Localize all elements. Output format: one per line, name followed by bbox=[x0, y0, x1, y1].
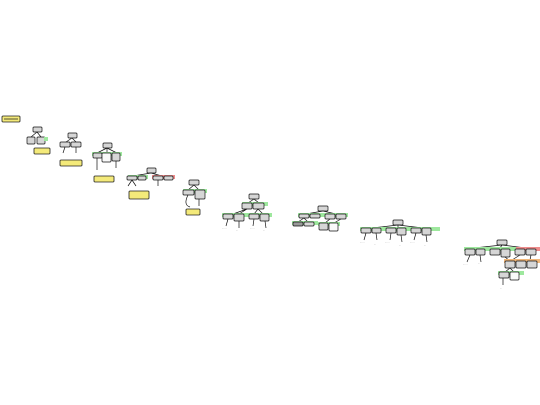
svg-text:···: ··· bbox=[424, 245, 426, 247]
node[interactable] bbox=[111, 152, 121, 162]
node[interactable] bbox=[137, 175, 147, 181]
node[interactable] bbox=[525, 248, 537, 256]
node[interactable] bbox=[188, 179, 200, 186]
node[interactable] bbox=[371, 227, 382, 234]
stage-9: ··· ··· ··· ··· bbox=[463, 239, 540, 290]
svg-text:··· ···: ··· ··· bbox=[385, 242, 390, 244]
node[interactable] bbox=[248, 193, 260, 200]
node[interactable] bbox=[182, 189, 195, 196]
node[interactable] bbox=[421, 227, 432, 236]
node[interactable] bbox=[396, 227, 407, 236]
svg-text:···: ··· bbox=[263, 230, 265, 232]
note-3 bbox=[59, 159, 83, 167]
node[interactable] bbox=[101, 152, 112, 163]
node[interactable] bbox=[515, 260, 527, 269]
node[interactable] bbox=[163, 175, 174, 181]
node[interactable] bbox=[67, 132, 78, 139]
node[interactable] bbox=[222, 213, 234, 220]
node[interactable] bbox=[317, 205, 329, 212]
node[interactable] bbox=[410, 227, 422, 234]
node[interactable] bbox=[328, 222, 339, 232]
stage-2 bbox=[59, 132, 83, 167]
node[interactable] bbox=[248, 213, 260, 220]
note-2 bbox=[33, 147, 51, 155]
node[interactable] bbox=[233, 213, 245, 222]
node[interactable] bbox=[92, 152, 103, 159]
node[interactable] bbox=[509, 271, 520, 281]
stage-1 bbox=[26, 126, 51, 155]
node[interactable] bbox=[464, 248, 476, 256]
svg-text:··· ···: ··· ··· bbox=[222, 228, 227, 230]
node[interactable] bbox=[385, 227, 397, 234]
node[interactable] bbox=[194, 189, 206, 200]
svg-text:··· ···: ··· ··· bbox=[250, 228, 255, 230]
node[interactable] bbox=[241, 202, 253, 210]
node[interactable] bbox=[498, 271, 510, 279]
note-4 bbox=[93, 175, 115, 183]
node[interactable] bbox=[475, 248, 486, 256]
node[interactable] bbox=[392, 219, 404, 226]
stage-3 bbox=[92, 142, 122, 183]
svg-text:···: ··· bbox=[500, 288, 502, 290]
note-6 bbox=[185, 208, 201, 216]
node[interactable] bbox=[292, 221, 304, 227]
node[interactable] bbox=[259, 213, 270, 222]
node[interactable] bbox=[70, 141, 82, 148]
node[interactable] bbox=[252, 202, 265, 210]
node[interactable] bbox=[500, 248, 511, 258]
svg-text:···: ··· bbox=[478, 263, 480, 265]
node[interactable] bbox=[59, 141, 71, 148]
node[interactable] bbox=[303, 221, 315, 227]
node[interactable] bbox=[32, 126, 43, 133]
node[interactable] bbox=[514, 248, 526, 256]
node[interactable] bbox=[324, 213, 336, 220]
node[interactable] bbox=[126, 175, 138, 181]
stage-5 bbox=[182, 179, 207, 216]
node[interactable] bbox=[318, 222, 329, 231]
stage-0 bbox=[1, 115, 21, 123]
node[interactable] bbox=[489, 248, 501, 256]
node[interactable] bbox=[152, 175, 164, 181]
node[interactable] bbox=[360, 227, 372, 234]
node[interactable] bbox=[36, 136, 46, 145]
node[interactable] bbox=[504, 260, 516, 269]
node[interactable] bbox=[496, 239, 508, 246]
stage-4 bbox=[126, 167, 175, 200]
node[interactable] bbox=[26, 136, 36, 145]
node[interactable] bbox=[309, 213, 321, 219]
svg-text:··· ···: ··· ··· bbox=[463, 264, 468, 266]
svg-text:··· ···: ··· ··· bbox=[360, 242, 365, 244]
svg-text:···: ··· bbox=[236, 230, 238, 232]
svg-text:···: ··· bbox=[374, 244, 376, 246]
node[interactable] bbox=[335, 213, 347, 220]
stage-6: ··· ··· ··· ··· ··· ··· bbox=[222, 193, 272, 232]
node[interactable] bbox=[526, 260, 538, 269]
node[interactable] bbox=[102, 142, 113, 149]
node[interactable] bbox=[298, 213, 310, 219]
svg-text:··· ···: ··· ··· bbox=[410, 242, 415, 244]
stage-8: ··· ··· ··· ··· ··· ··· ··· ··· ··· bbox=[360, 219, 440, 247]
node[interactable] bbox=[146, 167, 157, 174]
note-5 bbox=[128, 190, 150, 200]
stage-7 bbox=[292, 205, 348, 232]
svg-text:···: ··· bbox=[399, 245, 401, 247]
